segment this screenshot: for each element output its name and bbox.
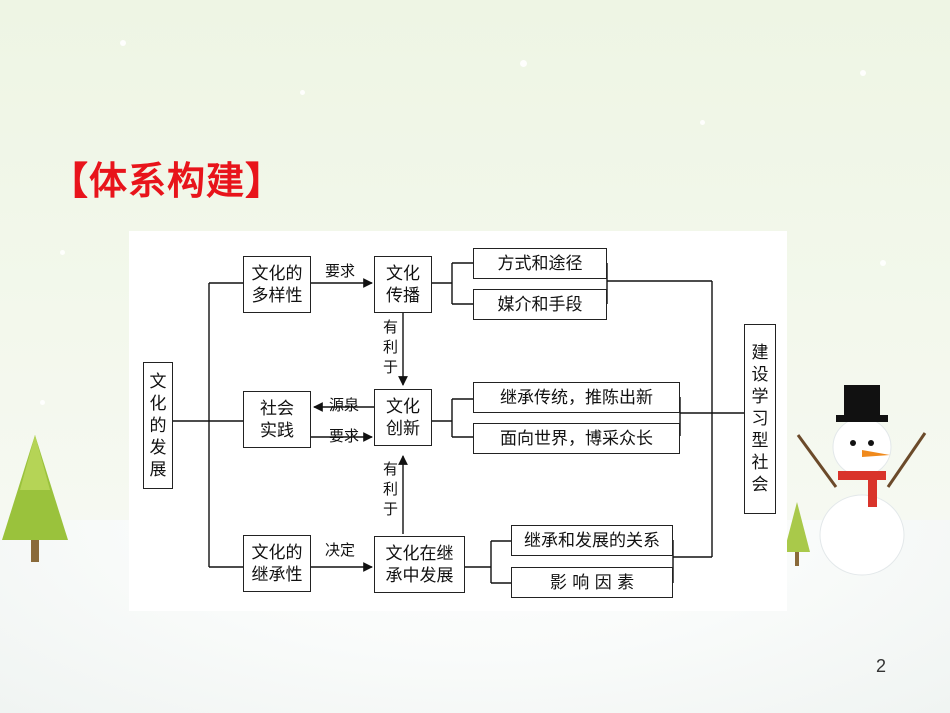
page-number: 2	[876, 656, 887, 676]
node-relation: 继承和发展的关系	[511, 525, 673, 556]
snowflake	[520, 60, 527, 67]
node-social-practice: 社会 实践	[243, 391, 311, 448]
node-cultural-diversity: 文化的 多样性	[243, 256, 311, 313]
node-inherit-tradition: 继承传统，推陈出新	[473, 382, 680, 413]
connector-lines	[172, 262, 744, 584]
label-beneficial: 有 利 于	[383, 318, 399, 376]
concept-diagram: 文 化 的 发 展 文化的 多样性 社会 实践 文化的 继承性 文化 传播 文化…	[129, 231, 787, 611]
snowflake	[60, 250, 65, 255]
node-cultural-inheritance: 文化的 继承性	[243, 535, 311, 592]
tree-icon	[2, 435, 68, 562]
node-develop-in-inheritance: 文化在继 承中发展	[374, 536, 465, 593]
node-cultural-innovation: 文化 创新	[374, 389, 432, 446]
label-requires: 要求	[329, 427, 360, 445]
label-source: 源泉	[329, 396, 360, 414]
snowflake	[120, 40, 126, 46]
node-ways: 方式和途径	[473, 248, 607, 279]
page-title: 【体系构建】	[50, 159, 285, 203]
node-learning-society: 建 设 学 习 型 社 会	[744, 324, 776, 514]
node-media: 媒介和手段	[473, 289, 607, 320]
snowman-icon	[796, 385, 927, 576]
label-requires: 要求	[325, 262, 356, 280]
label-decides: 决定	[325, 541, 356, 559]
node-face-world: 面向世界，博采众长	[473, 423, 680, 454]
node-cultural-development: 文 化 的 发 展	[143, 362, 173, 489]
label-beneficial: 有 利 于	[383, 460, 399, 518]
snowflake	[40, 400, 45, 405]
node-factors: 影 响 因 素	[511, 567, 673, 598]
snowflake	[860, 70, 866, 76]
node-cultural-transmission: 文化 传播	[374, 256, 432, 313]
snowflake	[300, 90, 305, 95]
snowflake	[880, 260, 886, 266]
snowflake	[700, 120, 705, 125]
tree-icon	[784, 502, 810, 566]
